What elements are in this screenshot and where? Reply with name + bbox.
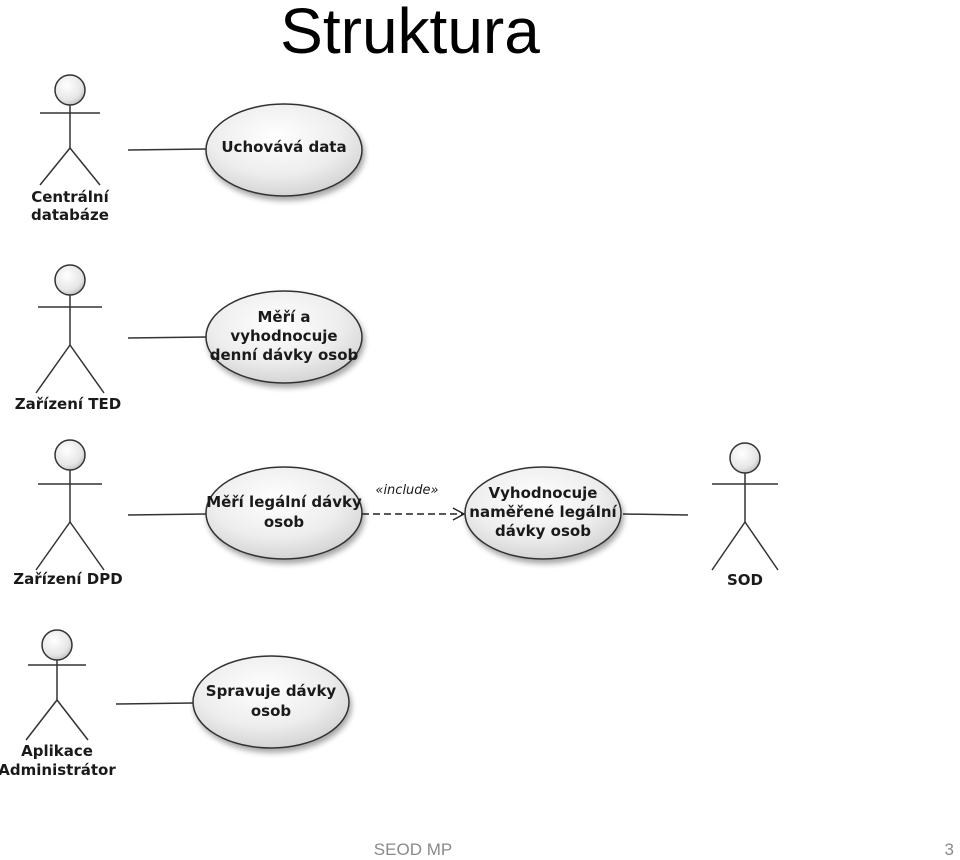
use-case-measure-legal-doses: Měří legální dávky osob <box>205 466 363 560</box>
actor-label: Aplikace <box>21 742 93 760</box>
use-case-label: naměřené legální <box>469 503 617 521</box>
actor-ted-device: Zařízení TED <box>15 264 121 413</box>
include-stereotype: «include» <box>375 483 438 498</box>
actor-label: Centrální <box>31 188 109 206</box>
include-dependency: «include» <box>362 483 466 521</box>
association-line <box>127 148 207 151</box>
use-case-store-data: Uchovává data <box>205 103 363 197</box>
actor-admin-application: Aplikace Administrátor <box>0 629 116 779</box>
association-line <box>622 513 689 516</box>
actor-head <box>54 439 86 471</box>
use-case-label: Spravuje dávky <box>206 682 337 700</box>
use-case-label: Uchovává data <box>221 138 346 156</box>
slide-title: Struktura <box>280 0 540 67</box>
actor-label: SOD <box>727 571 763 589</box>
use-case-label: Vyhodnocuje <box>489 484 598 502</box>
use-case-evaluate-legal-doses: Vyhodnocuje naměřené legální dávky osob <box>464 466 622 560</box>
actor-label: Zařízení DPD <box>13 570 122 588</box>
use-case-label: dávky osob <box>495 522 591 540</box>
actor-label: databáze <box>31 206 109 224</box>
use-case-label: denní dávky osob <box>210 346 359 364</box>
use-case-label: vyhodnocuje <box>230 327 337 345</box>
use-case-measure-daily-doses: Měří a vyhodnocuje denní dávky osob <box>205 290 363 384</box>
page-number: 3 <box>944 840 954 859</box>
actor-head <box>54 264 86 296</box>
actor-dpd-device: Zařízení DPD <box>13 439 123 588</box>
association-line <box>127 336 207 339</box>
actor-label: Administrátor <box>0 761 116 779</box>
association-line <box>127 513 207 516</box>
actor-sod: SOD <box>711 442 779 589</box>
slide-footer: SEOD MP <box>373 840 453 859</box>
actor-central-database: Centrální databáze <box>31 74 110 224</box>
actor-head <box>729 442 761 474</box>
use-case-manage-doses: Spravuje dávky osob <box>192 655 350 749</box>
use-case-label: osob <box>251 702 292 720</box>
use-case-label: Měří a <box>258 308 311 326</box>
use-case-label: Měří legální dávky <box>206 493 362 511</box>
use-case-label: osob <box>264 513 305 531</box>
actor-head <box>41 629 73 661</box>
association-line <box>115 702 194 705</box>
actor-head <box>54 74 86 106</box>
actor-label: Zařízení TED <box>15 395 121 413</box>
